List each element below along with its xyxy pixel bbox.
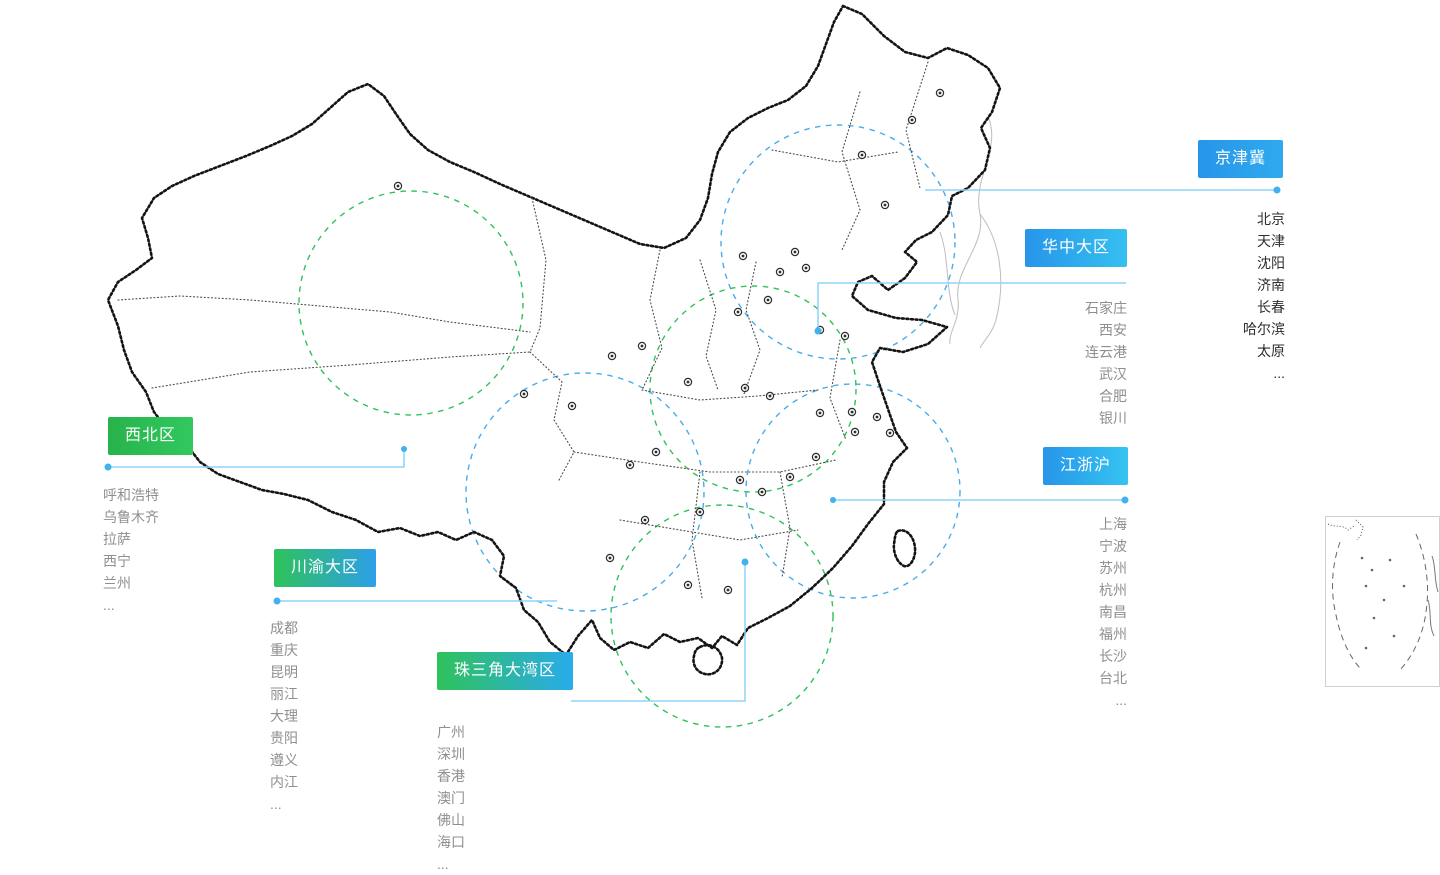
city-name: 哈尔滨 [1243,321,1285,337]
china-outline [106,4,1002,676]
city-name: ... [1115,692,1127,708]
city-name: ... [437,856,449,872]
city-name: 佛山 [437,812,465,828]
circle-jiangzhehu [745,383,961,599]
city-name: ... [103,597,115,613]
city-name: 长沙 [1099,648,1127,664]
city-name: 贵阳 [270,730,298,746]
city-name: 苏州 [1099,560,1127,576]
city-name: 上海 [1099,516,1127,532]
city-name: 济南 [1257,277,1285,293]
city-name: 连云港 [1085,344,1127,360]
city-list-zhusanjiao: 广州深圳香港澳门佛山海口... [437,721,465,875]
city-list-chuanyu: 成都重庆昆明丽江大理贵阳遵义内江... [270,617,298,815]
city-list-jingjinji: 北京天津沈阳济南长春哈尔滨太原... [1243,208,1285,384]
city-name: 福州 [1099,626,1127,642]
city-name: 台北 [1099,670,1127,686]
region-label-jingjinji[interactable]: 京津冀 [1198,140,1284,178]
city-name: 宁波 [1099,538,1127,554]
city-name: 深圳 [437,746,465,762]
mainland-outline [106,4,1002,657]
circle-zhusanjiao [610,504,834,728]
city-name: 内江 [270,774,298,790]
city-name: 兰州 [103,575,131,591]
city-name: 沈阳 [1257,255,1285,271]
city-name: 成都 [270,620,298,636]
city-name: 石家庄 [1085,300,1127,316]
region-label-huazhong[interactable]: 华中大区 [1025,229,1128,267]
connector-lines [104,186,1281,702]
south-china-sea-inset [1325,516,1440,687]
city-markers [393,88,945,595]
city-name: 乌鲁木齐 [103,509,159,525]
city-name: 北京 [1257,211,1285,227]
leader-huazhong [817,282,1126,330]
region-label-chuanyu[interactable]: 川渝大区 [274,549,377,587]
city-name: 昆明 [270,664,298,680]
city-name: 丽江 [270,686,298,702]
city-name: 南昌 [1099,604,1127,620]
city-name: 武汉 [1099,366,1127,382]
taiwan-island [892,529,917,568]
city-name: 广州 [437,724,465,740]
circle-huazhong [649,285,857,493]
city-name: 天津 [1257,233,1285,249]
circle-chuanyu [465,372,705,612]
city-name: 海口 [437,834,465,850]
city-list-jiangzhehu: 上海宁波苏州杭州南昌福州长沙台北... [1099,513,1127,711]
city-name: 西宁 [103,553,131,569]
city-name: 呼和浩特 [103,487,159,503]
leader-xibei [108,450,405,468]
city-name: 澳门 [437,790,465,806]
circle-xibei [298,190,524,416]
circle-jingjinji [720,124,956,360]
city-name: 拉萨 [103,531,131,547]
city-name: ... [1273,365,1285,381]
city-name: 银川 [1099,410,1127,426]
city-name: 西安 [1099,322,1127,338]
city-name: 杭州 [1099,582,1127,598]
city-list-xibei: 呼和浩特乌鲁木齐拉萨西宁兰州... [103,484,159,616]
city-name: 香港 [437,768,465,784]
border-rivers [939,115,1002,349]
city-name: 大理 [270,708,298,724]
city-name: 遵义 [270,752,298,768]
city-name: 重庆 [270,642,298,658]
city-name: 太原 [1257,343,1285,359]
leader-zhusanjiao [571,563,746,702]
city-name: ... [270,796,282,812]
city-name: 长春 [1257,299,1285,315]
region-label-xibei[interactable]: 西北区 [108,417,194,455]
city-name: 合肥 [1099,388,1127,404]
region-label-jiangzhehu[interactable]: 江浙沪 [1043,447,1129,485]
region-label-zhusanjiao[interactable]: 珠三角大湾区 [437,652,574,690]
province-borders [117,61,929,599]
region-circles [298,124,961,728]
city-list-huazhong: 石家庄西安连云港武汉合肥银川 [1085,297,1127,429]
hainan-island [692,643,724,676]
